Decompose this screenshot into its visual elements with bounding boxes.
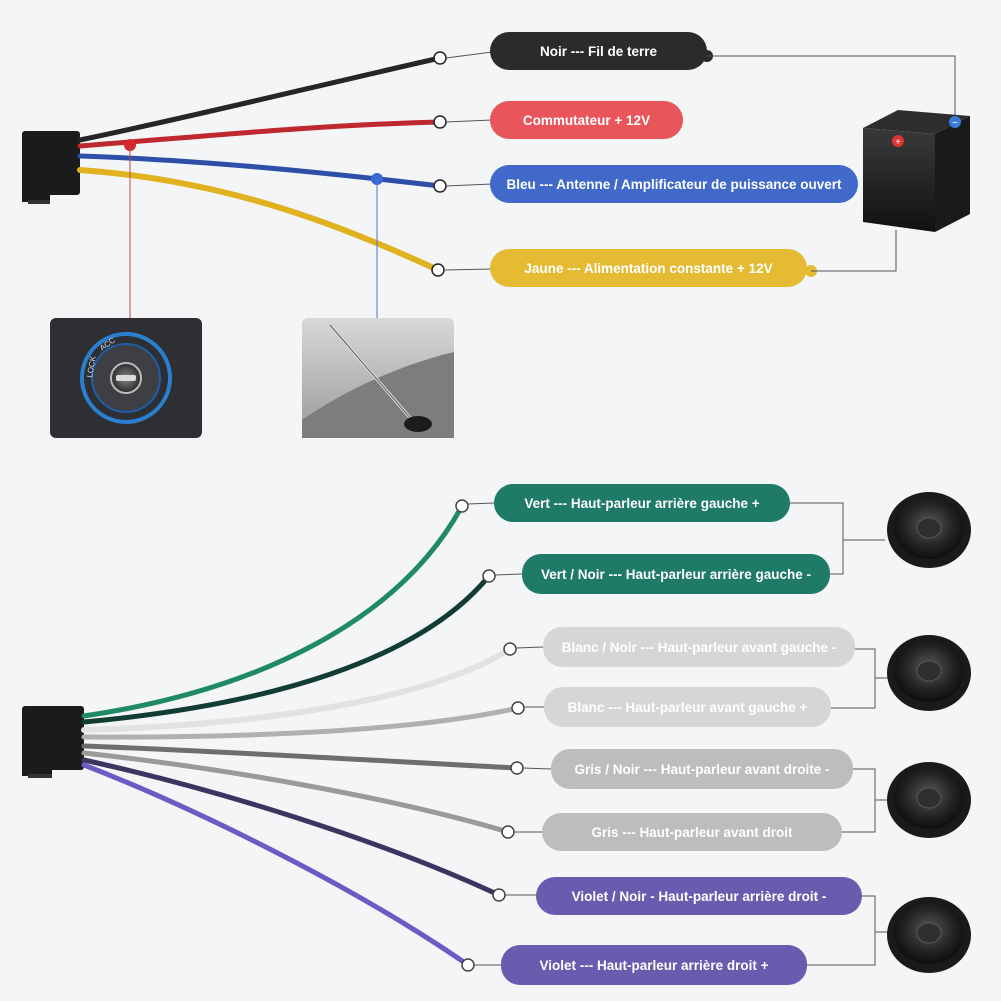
label-blue-antenna: Bleu --- Antenne / Amplificateur de puis…: [490, 165, 858, 203]
red-terminal: [433, 115, 447, 129]
label-yellow-constant: Jaune --- Alimentation constante + 12V: [490, 249, 807, 287]
green-wire: [81, 503, 465, 719]
white-black-wire: [81, 646, 513, 733]
label-black-ground: Noir --- Fil de terre: [490, 32, 707, 70]
svg-text:+: +: [895, 137, 901, 148]
car-antenna-icon: [302, 318, 454, 438]
gray-wire: [81, 750, 511, 835]
black-wire: [77, 55, 443, 143]
label-green: Vert --- Haut-parleur arrière gauche +: [494, 484, 790, 522]
blue-terminal: [433, 179, 447, 193]
yellow-terminal: [431, 263, 445, 277]
label-red-switch: Commutateur + 12V: [490, 101, 683, 139]
label-white-black: Blanc / Noir --- Haut-parleur avant gauc…: [543, 627, 855, 667]
violet-wire: [81, 762, 471, 968]
label-violet-black: Violet / Noir - Haut-parleur arrière dro…: [536, 877, 862, 915]
white-wire: [81, 705, 521, 740]
svg-text:LOCK: LOCK: [85, 355, 98, 379]
svg-text:−: −: [952, 118, 958, 129]
label-violet: Violet --- Haut-parleur arrière droit +: [501, 945, 807, 985]
black-terminal: [433, 51, 447, 65]
label-green-black: Vert / Noir --- Haut-parleur arrière gau…: [522, 554, 830, 594]
battery-icon: + −: [863, 110, 970, 232]
gray-black-wire: [81, 743, 520, 771]
label-gray: Gris --- Haut-parleur avant droit: [542, 813, 842, 851]
blue-wire: [77, 153, 443, 189]
label-white: Blanc --- Haut-parleur avant gauche +: [544, 687, 831, 727]
speaker-connector-icon: [22, 706, 84, 778]
speaker-icon: [887, 635, 971, 711]
label-gray-black: Gris / Noir --- Haut-parleur avant droit…: [551, 749, 853, 789]
speaker-icon: [887, 762, 971, 838]
yellow-wire: [77, 167, 441, 273]
speaker-icon: [887, 492, 971, 568]
speaker-icon: [887, 897, 971, 973]
power-connector-icon: [22, 131, 80, 204]
violet-black-wire: [81, 757, 502, 898]
ignition-key-icon: ACC LOCK: [50, 318, 202, 438]
green-black-wire: [81, 573, 492, 725]
